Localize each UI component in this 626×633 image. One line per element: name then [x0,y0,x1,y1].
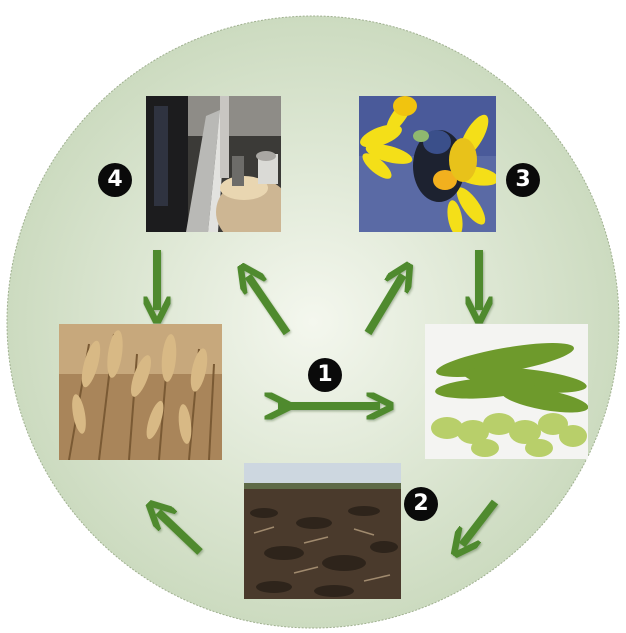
fava-beans-photo [425,324,588,459]
step-badge-1: 1 [308,358,342,392]
step-badge-3: 3 [506,163,540,197]
grain-harvest-photo [146,96,281,232]
step-badge-4: 4 [98,163,132,197]
wheat-field-photo [59,324,222,460]
plowed-field-photo [244,463,401,599]
step-badge-2: 2 [404,487,438,521]
bee-pollination-photo [359,96,496,232]
